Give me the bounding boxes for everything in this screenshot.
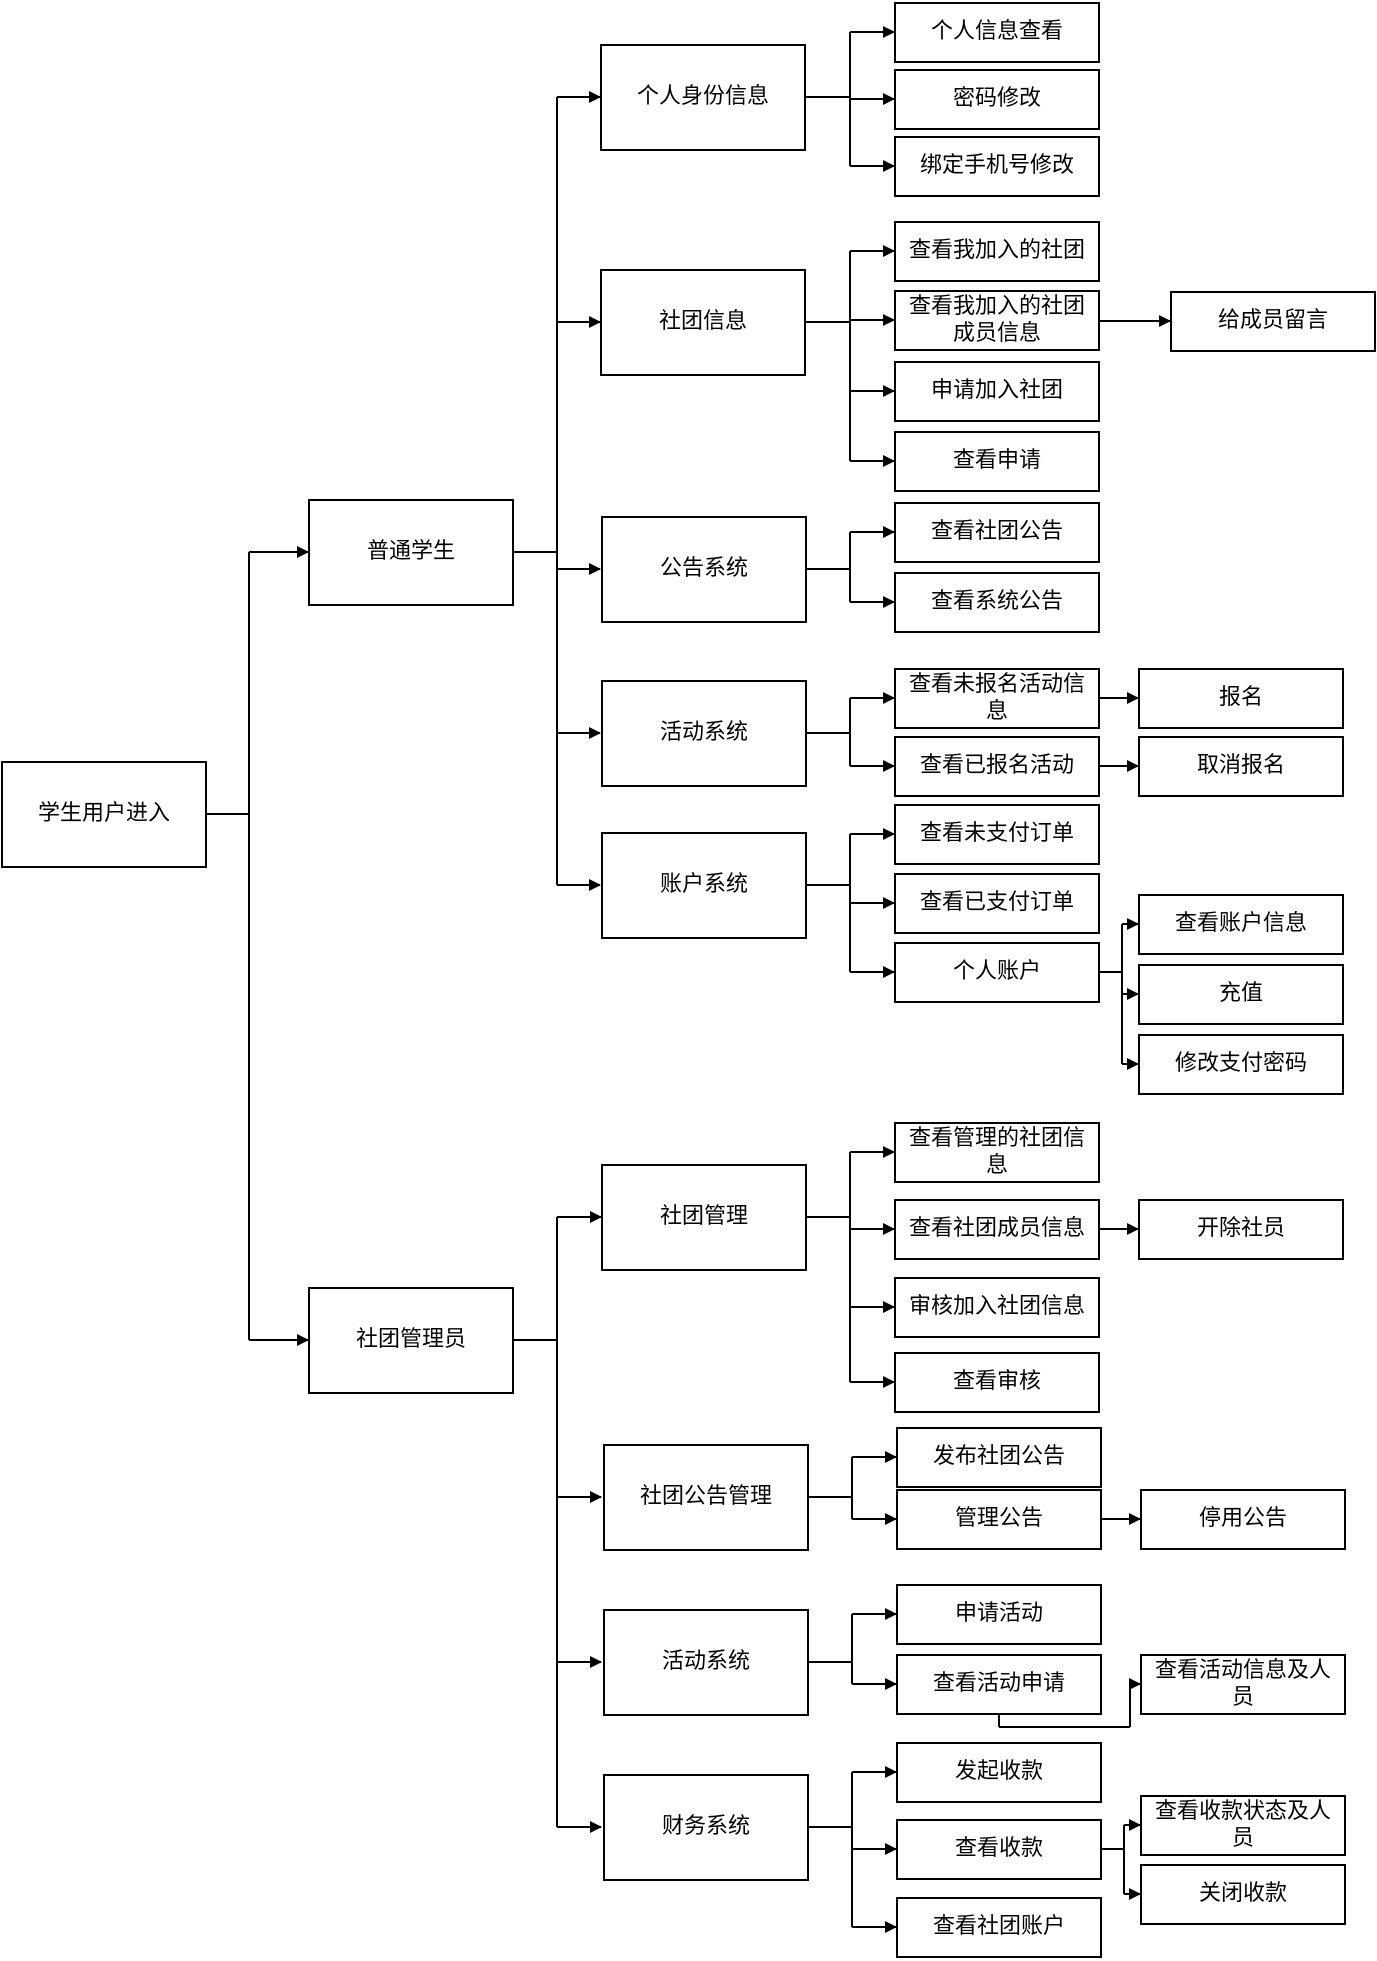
admin-node: 社团管理员 [308, 1287, 514, 1394]
identity-password-node: 密码修改 [894, 69, 1100, 130]
admin-finance-club-account-node: 查看社团账户 [896, 1897, 1102, 1958]
activity-signup-node: 报名 [1138, 668, 1344, 729]
student-club-node: 社团信息 [600, 269, 806, 376]
identity-phone-node: 绑定手机号修改 [894, 136, 1100, 197]
account-paid-node: 查看已支付订单 [894, 873, 1100, 934]
message-member-node: 给成员留言 [1170, 291, 1376, 352]
admin-club-review-node: 审核加入社团信息 [894, 1277, 1100, 1338]
admin-notice-publish-node: 发布社团公告 [896, 1427, 1102, 1488]
account-paypwd-node: 修改支付密码 [1138, 1034, 1344, 1095]
admin-finance-start-node: 发起收款 [896, 1742, 1102, 1803]
admin-activity-view-node: 查看活动申请 [896, 1654, 1102, 1715]
admin-club-node: 社团管理 [601, 1164, 807, 1271]
account-unpaid-node: 查看未支付订单 [894, 804, 1100, 865]
account-personal-node: 个人账户 [894, 942, 1100, 1003]
admin-notice-node: 社团公告管理 [603, 1444, 809, 1551]
notice-club-node: 查看社团公告 [894, 502, 1100, 563]
notice-system-node: 查看系统公告 [894, 572, 1100, 633]
club-mine-node: 查看我加入的社团 [894, 221, 1100, 282]
club-members-node: 查看我加入的社团成员信息 [894, 290, 1100, 351]
activity-unregistered-node: 查看未报名活动信息 [894, 668, 1100, 729]
identity-view-node: 个人信息查看 [894, 2, 1100, 63]
activity-cancel-node: 取消报名 [1138, 736, 1344, 797]
root-node: 学生用户进入 [1, 761, 207, 868]
student-identity-node: 个人身份信息 [600, 44, 806, 151]
admin-activity-node: 活动系统 [603, 1609, 809, 1716]
admin-finance-node: 财务系统 [603, 1774, 809, 1881]
admin-club-expel-node: 开除社员 [1138, 1199, 1344, 1260]
student-notice-node: 公告系统 [601, 516, 807, 623]
admin-club-info-node: 查看管理的社团信息 [894, 1122, 1100, 1183]
account-recharge-node: 充值 [1138, 964, 1344, 1025]
admin-finance-close-node: 关闭收款 [1140, 1864, 1346, 1925]
admin-activity-detail-node: 查看活动信息及人员 [1140, 1654, 1346, 1715]
student-activity-node: 活动系统 [601, 680, 807, 787]
admin-finance-status-node: 查看收款状态及人员 [1140, 1795, 1346, 1856]
admin-club-members-node: 查看社团成员信息 [894, 1199, 1100, 1260]
admin-notice-manage-node: 管理公告 [896, 1489, 1102, 1550]
admin-finance-view-node: 查看收款 [896, 1819, 1102, 1880]
account-info-node: 查看账户信息 [1138, 894, 1344, 955]
club-apply-node: 申请加入社团 [894, 361, 1100, 422]
admin-notice-disable-node: 停用公告 [1140, 1489, 1346, 1550]
student-account-node: 账户系统 [601, 832, 807, 939]
activity-registered-node: 查看已报名活动 [894, 736, 1100, 797]
admin-activity-apply-node: 申请活动 [896, 1584, 1102, 1645]
student-node: 普通学生 [308, 499, 514, 606]
admin-club-reviews-node: 查看审核 [894, 1352, 1100, 1413]
club-applications-node: 查看申请 [894, 431, 1100, 492]
